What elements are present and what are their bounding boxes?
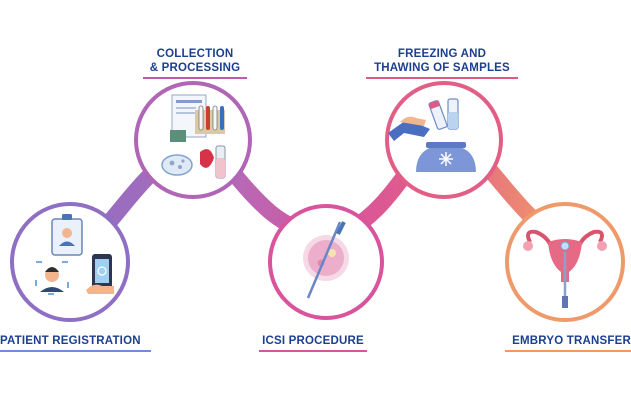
step-title-line: COLLECTION xyxy=(156,48,234,60)
step-title-line: PATIENT REGISTRATION xyxy=(0,335,141,347)
step-patient-registration xyxy=(10,202,130,322)
step-icsi-procedure xyxy=(268,204,384,320)
uterus-embryo-catheter-icon xyxy=(523,229,607,308)
step-title-line: & PROCESSING xyxy=(149,62,241,74)
step-title-line: THAWING OF SAMPLES xyxy=(374,62,510,74)
step-title-collection-processing: COLLECTION & PROCESSING xyxy=(130,47,260,79)
id-card-face-scan-phone-fingerprint-icon xyxy=(35,214,114,295)
lab-report-test-tubes-petri-dish-icon xyxy=(161,94,226,179)
step-embryo-transfer xyxy=(505,202,625,322)
snowflake-icon xyxy=(439,152,453,166)
step-title-line: ICSI PROCEDURE xyxy=(262,335,364,347)
step-title-patient-registration: PATIENT REGISTRATION xyxy=(0,334,155,352)
egg-cell-injection-needle-icon xyxy=(303,221,349,299)
step-title-icsi-procedure: ICSI PROCEDURE xyxy=(252,334,374,352)
title-underline xyxy=(259,350,367,352)
title-underline xyxy=(0,350,151,352)
step-title-freezing-thawing: FREEZING AND THAWING OF SAMPLES xyxy=(352,47,532,79)
step-title-embryo-transfer: EMBRYO TRANSFER xyxy=(500,334,631,352)
title-underline xyxy=(505,350,631,352)
step-title-line: EMBRYO TRANSFER xyxy=(512,335,631,347)
step-title-line: FREEZING AND xyxy=(397,48,487,60)
cryo-vial-hand-freezer-tank-icon xyxy=(388,98,476,172)
title-underline xyxy=(143,77,247,79)
title-underline xyxy=(366,77,518,79)
step-freezing-thawing xyxy=(385,81,503,199)
step-collection-processing xyxy=(134,81,252,199)
